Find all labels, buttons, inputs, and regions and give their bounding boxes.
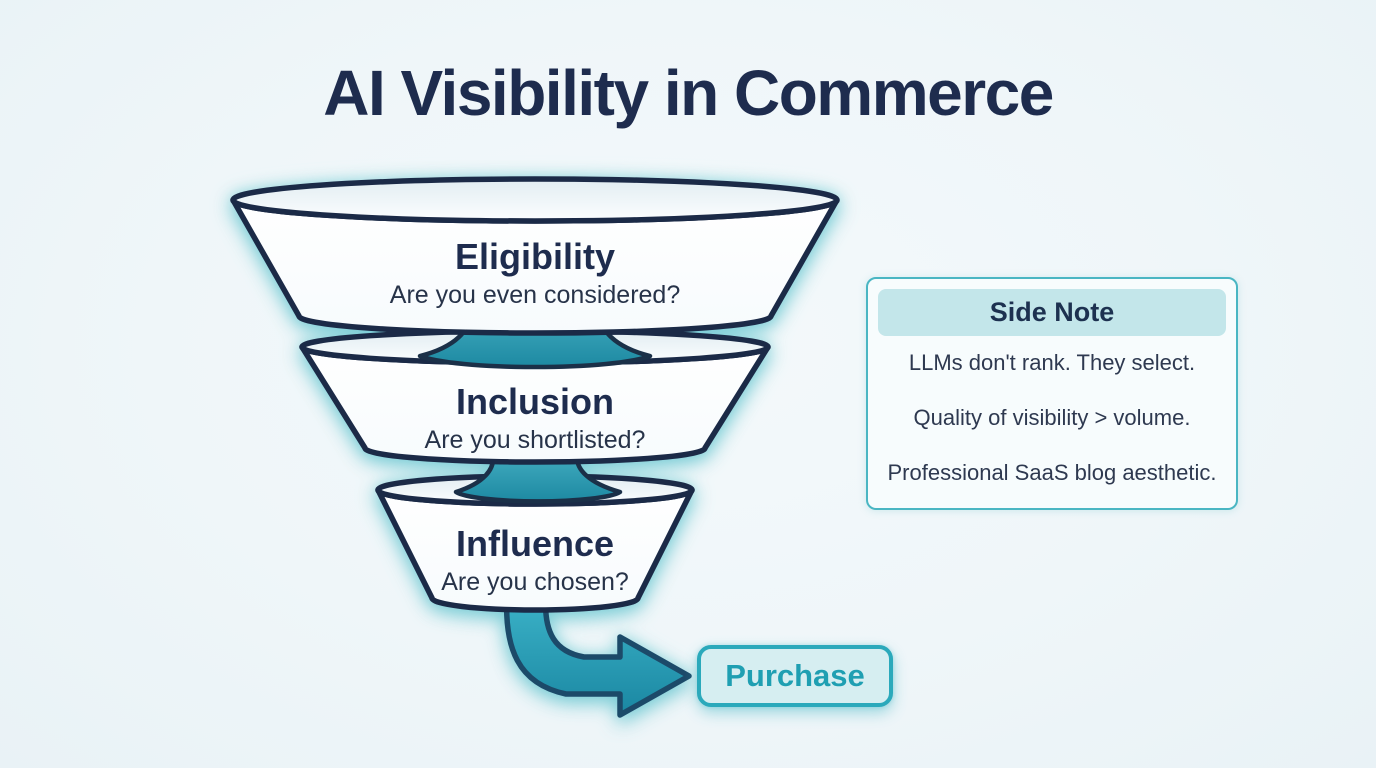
stage-question-influence: Are you chosen?	[441, 568, 629, 597]
stage-label-inclusion: Inclusion	[455, 381, 614, 422]
side-note-line-2: Quality of visibility > volume.	[913, 404, 1191, 430]
funnel-stage-influence-text: Influence Are you chosen?	[285, 523, 785, 597]
side-note-line-1: LLMs don't rank. They select.	[908, 350, 1196, 376]
funnel-stage-eligibility-rim	[230, 176, 840, 224]
funnel-arrow	[503, 591, 692, 718]
funnel-stage-eligibility-text: Eligibility Are you even considered?	[285, 236, 785, 310]
purchase-button[interactable]: Purchase	[697, 645, 893, 707]
stage-label-eligibility: Eligibility	[454, 236, 615, 277]
side-note-line-3: Professional SaaS blog aesthetic.	[887, 459, 1217, 485]
side-note-body: LLMs don't rank. They select. Quality of…	[868, 336, 1236, 500]
side-note-card: Side Note LLMs don't rank. They select. …	[866, 277, 1238, 510]
side-note-title: Side Note	[878, 289, 1226, 336]
stage-question-eligibility: Are you even considered?	[389, 281, 681, 310]
stage-label-influence: Influence	[455, 523, 615, 564]
funnel-stage-inclusion-text: Inclusion Are you shortlisted?	[285, 381, 785, 455]
page-title: AI Visibility in Commerce	[323, 57, 1054, 129]
stage-question-inclusion: Are you shortlisted?	[424, 426, 646, 455]
